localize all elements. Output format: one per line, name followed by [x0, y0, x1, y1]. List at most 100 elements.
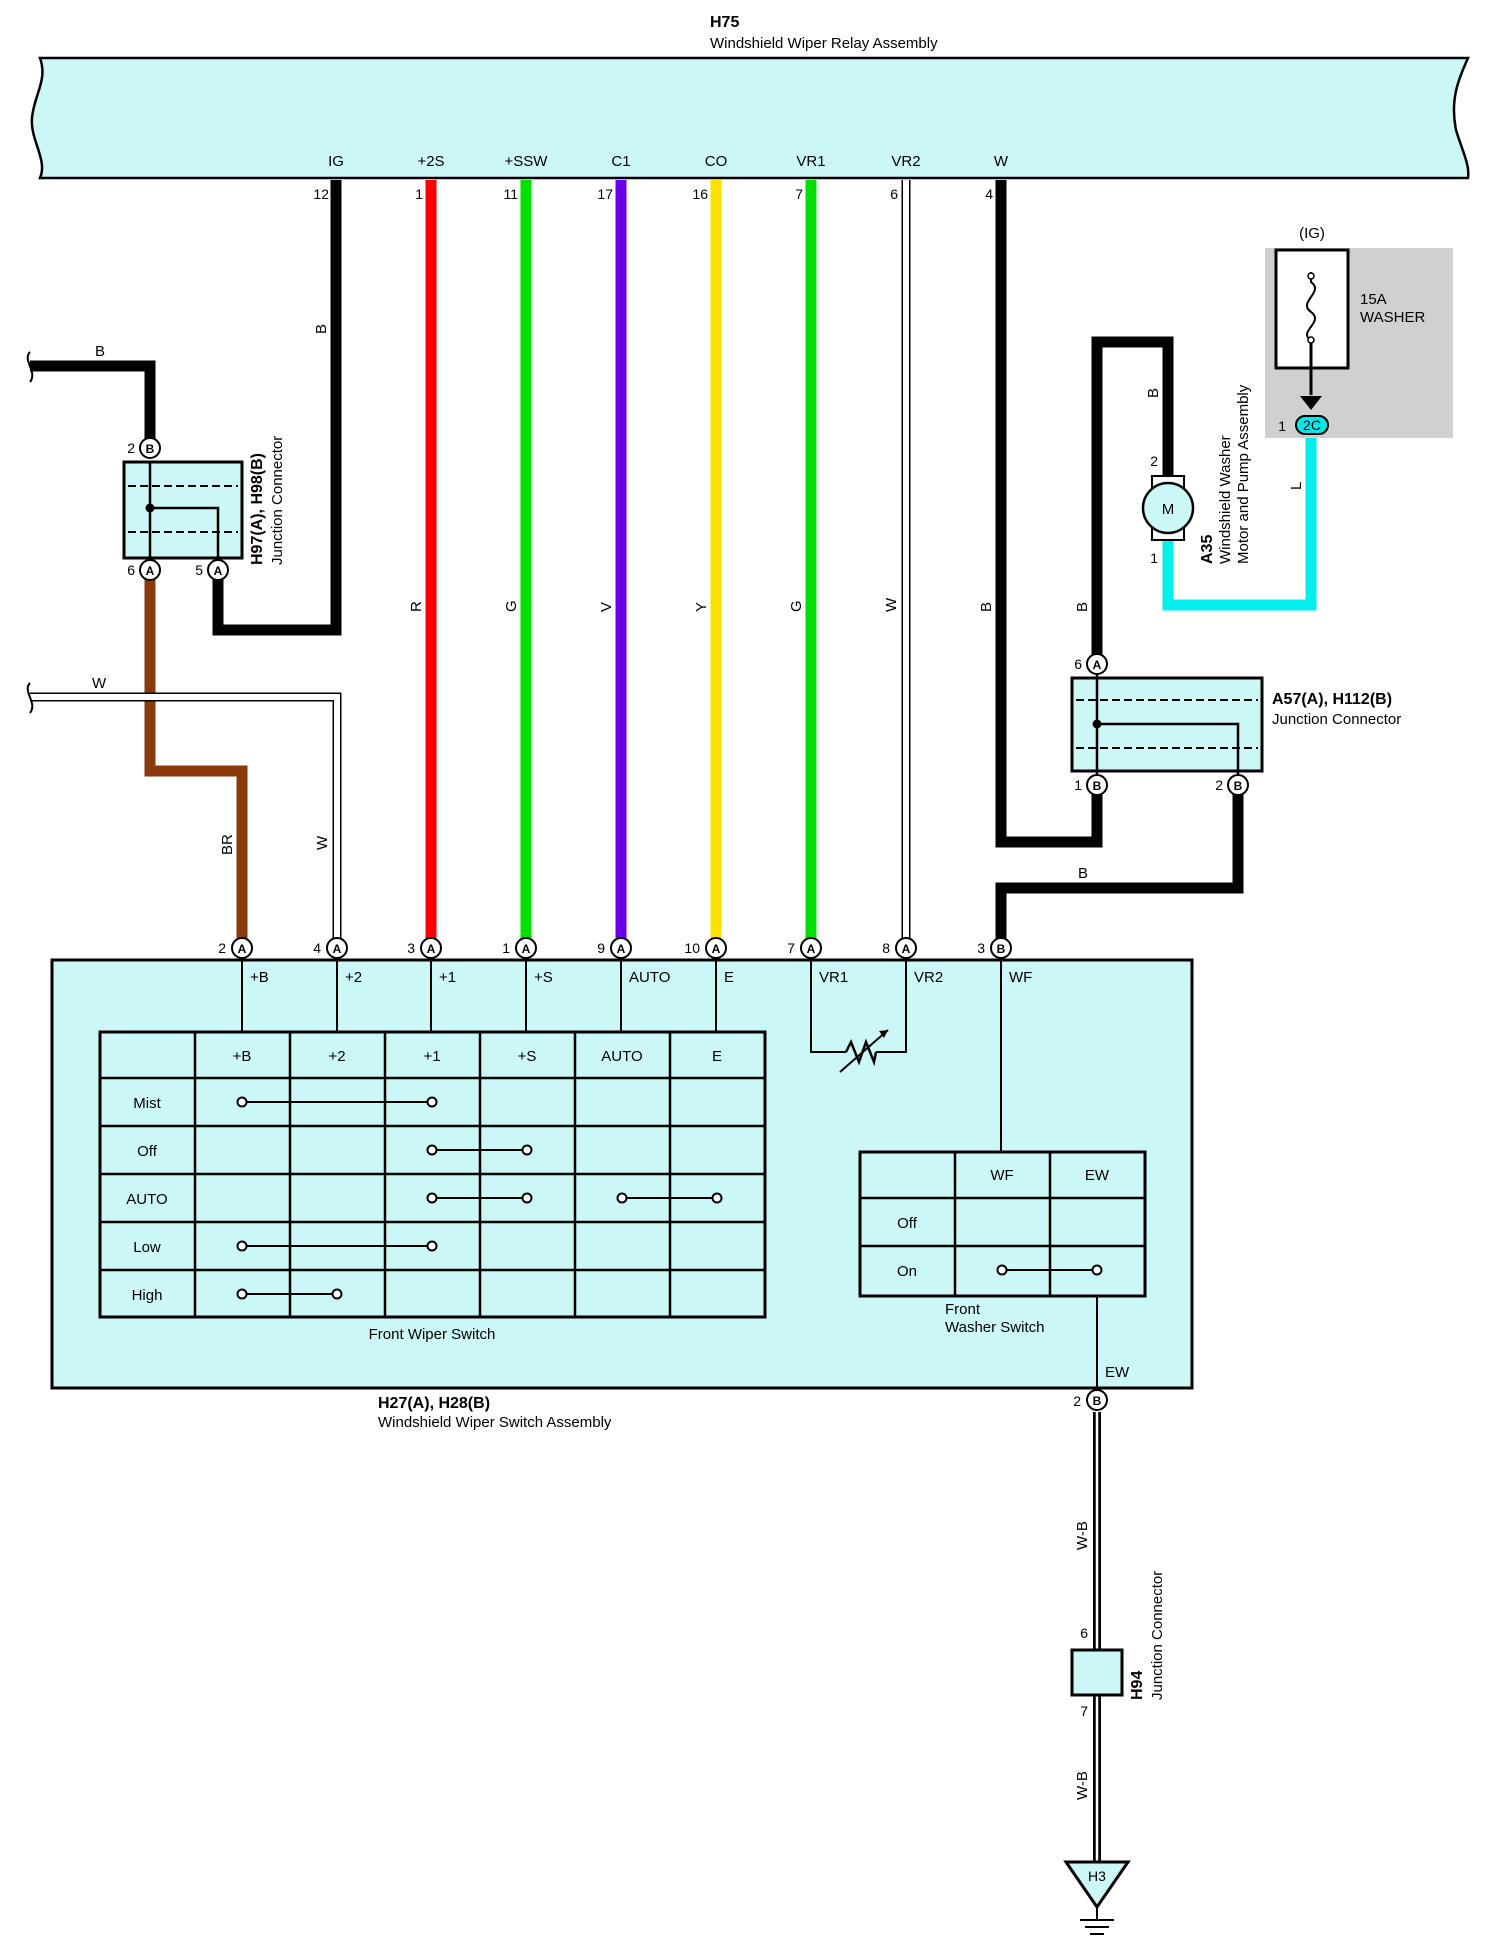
- wire-label-left-b: B: [95, 343, 105, 360]
- jc-left-branch: [150, 506, 220, 570]
- wire-label-c1: V: [598, 602, 615, 612]
- jc-right-splice: [1092, 719, 1102, 729]
- switch-terminal-label-vr1: VR1: [819, 969, 848, 986]
- relay-assembly: H75 Windshield Wiper Relay Assembly: [30, 14, 1470, 180]
- switch-connector-0-icon: [231, 937, 253, 959]
- switch-connector-8-conn: B: [997, 942, 1006, 956]
- fuse-block: 2C 1 (IG) 15A WASHER: [1265, 225, 1453, 438]
- wiper-switch-caption: Front Wiper Switch: [369, 1326, 496, 1343]
- relay-pin-11: 11: [503, 186, 518, 202]
- fuse-source: (IG): [1299, 225, 1325, 242]
- wiper-col-auto: AUTO: [601, 1048, 642, 1065]
- jc-left-pin-r: 5: [195, 562, 203, 578]
- switch-connector-3-icon: [515, 937, 537, 959]
- switch-assembly-name: Windshield Wiper Switch Assembly: [378, 1414, 612, 1431]
- wire-w-feed-outline: [30, 692, 342, 938]
- switch-connector-3-conn: A: [522, 942, 531, 956]
- switch-assembly-id: H27(A), H28(B): [378, 1395, 490, 1412]
- wiper-col-e: E: [712, 1048, 722, 1065]
- wire-ig-b: [212, 180, 342, 636]
- wire-label-w: B: [978, 602, 995, 612]
- fuse-connector: [1295, 415, 1329, 435]
- switch-pin-e: 10: [684, 940, 700, 956]
- switch-connector-ew-conn: B: [1093, 1394, 1102, 1408]
- break-mark-left-w: [26, 682, 34, 714]
- wire-label-ig: B: [313, 324, 330, 334]
- switch-connector-2-conn: A: [427, 942, 436, 956]
- wiper-row-high: High: [132, 1287, 163, 1304]
- relay-terminal-c1: C1: [611, 153, 630, 170]
- switch-terminal-label-wf: WF: [1009, 969, 1032, 986]
- jc-left-pin-top-conn: B: [146, 442, 155, 456]
- variable-resistor-arrow-icon: [839, 1029, 889, 1073]
- wiper-col-2: +2: [328, 1048, 345, 1065]
- relay-id: H75: [710, 14, 739, 31]
- jc-bottom-name: Junction Connector: [1149, 1571, 1166, 1700]
- switch-internal-leads: [241, 960, 1098, 1400]
- variable-resistor-arrowhead-icon: [879, 1030, 888, 1038]
- relay-pin-4: 4: [985, 186, 993, 202]
- wire-label-washer-l: L: [1288, 482, 1305, 490]
- junction-connector-right: A B B 6 1 2 A57(A), H112(B) Junction Con…: [1070, 653, 1401, 796]
- relay-pin-1: 1: [415, 186, 423, 202]
- relay-pin-12: 12: [313, 186, 329, 202]
- relay-pin-6: 6: [890, 186, 898, 202]
- wiper-col-b: +B: [233, 1048, 252, 1065]
- wiper-col-s: +S: [518, 1048, 537, 1065]
- switch-terminal-label-vr2: VR2: [914, 969, 943, 986]
- wire-w-feed: [30, 694, 340, 938]
- switch-connector-6-icon: [800, 937, 822, 959]
- jc-bottom-pin-top: 6: [1080, 1625, 1088, 1641]
- jc-left-pin-l-conn: A: [146, 564, 155, 578]
- wiper-row-auto: AUTO: [126, 1191, 167, 1208]
- ground-triangle-icon: [1063, 1860, 1131, 1910]
- washer-row-on: On: [897, 1263, 917, 1280]
- switch-terminal-label-e: E: [724, 969, 734, 986]
- fuse-terminal-icon: [1307, 272, 1315, 280]
- jc-right-pin-r-icon: [1227, 774, 1249, 796]
- fuse-name: WASHER: [1360, 309, 1425, 326]
- jc-right-pin-l-icon: [1086, 774, 1108, 796]
- wires: [30, 180, 1317, 1880]
- relay-terminal-2s: +2S: [417, 153, 444, 170]
- relay-pin-7: 7: [795, 186, 803, 202]
- wiper-row-off: Off: [137, 1143, 158, 1160]
- relay-pin-16: 16: [692, 186, 708, 202]
- washer-continuity-marks: [996, 1264, 1103, 1276]
- jc-left-body: [122, 460, 244, 560]
- wire-label-w-switch: W: [314, 835, 331, 850]
- jc-left-pin-top-icon: [139, 437, 161, 459]
- jc-left-pin-r-icon: [207, 559, 229, 581]
- front-washer-switch-table: WF EW Off On Front Washer Switch: [858, 1150, 1147, 1336]
- jc-left-pin-l: 6: [127, 562, 135, 578]
- washer-switch-caption-2: Washer Switch: [945, 1319, 1044, 1336]
- switch-pin-2: 4: [313, 940, 321, 956]
- fuse-arrow-icon: [1300, 396, 1322, 410]
- front-wiper-switch-table: +B +2 +1 +S AUTO E Mist Off AUTO Low Hig…: [98, 1030, 767, 1343]
- switch-pin-1: 3: [407, 940, 415, 956]
- switch-connector-2-icon: [420, 937, 442, 959]
- wire-washer-l: [1162, 438, 1317, 611]
- switch-terminal-label-b: +B: [250, 969, 269, 986]
- wiper-continuity-marks: [236, 1096, 723, 1300]
- washer-col-wf: WF: [990, 1167, 1013, 1184]
- jc-bottom-pin-bottom: 7: [1080, 1703, 1088, 1719]
- wiper-col-1: +1: [423, 1048, 440, 1065]
- motor-pin-top: 2: [1150, 453, 1158, 469]
- jc-right-pin-top-icon: [1086, 653, 1108, 675]
- washer-col-ew: EW: [1085, 1167, 1110, 1184]
- relay-pin-17: 17: [597, 186, 613, 202]
- switch-pin-auto: 9: [597, 940, 605, 956]
- wire-label-wb-2: W-B: [1074, 1771, 1091, 1800]
- jc-right-pin-l-conn: B: [1093, 779, 1102, 793]
- wire-w-b: [995, 180, 1103, 848]
- jc-right-branch: [1097, 722, 1240, 785]
- wire-label-jc-right-top: B: [1074, 602, 1091, 612]
- jc-right-pin-r-conn: B: [1234, 779, 1243, 793]
- motor-name-1: Windshield Washer: [1217, 435, 1234, 564]
- fuse-icon: [1305, 272, 1317, 341]
- fuse-terminal-icon: [1307, 336, 1315, 344]
- switch-connector-ew-icon: [1086, 1389, 1108, 1411]
- switch-connector-4-conn: A: [617, 942, 626, 956]
- motor-pin-bottom: 1: [1150, 550, 1158, 566]
